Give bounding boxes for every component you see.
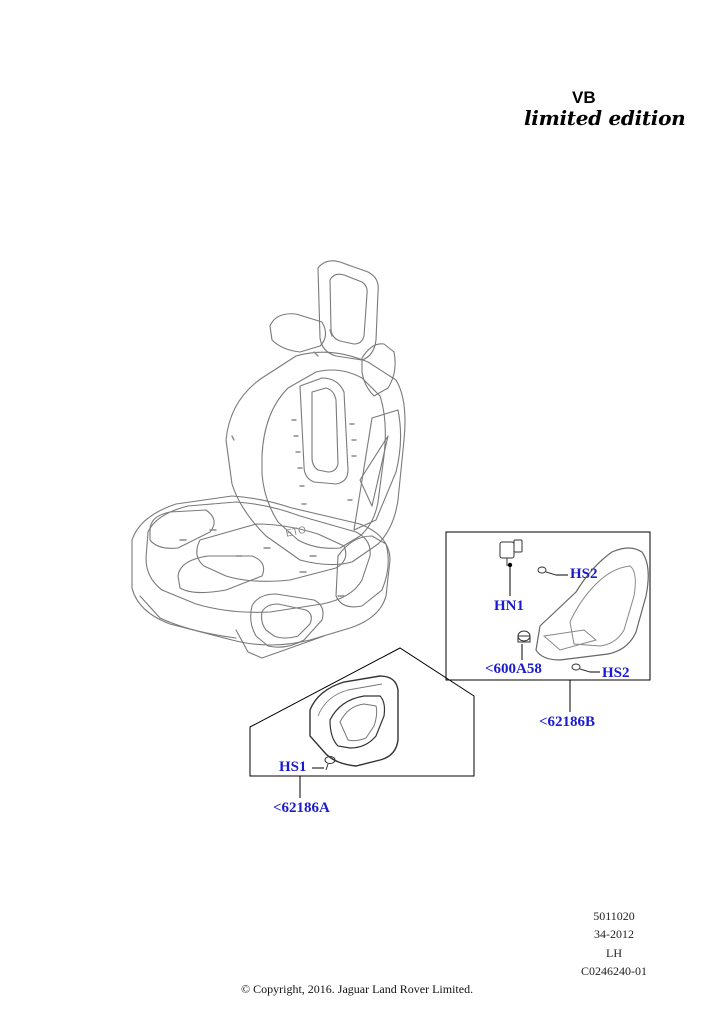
- illustration-id: C0246240-01: [581, 964, 647, 978]
- callout-62186b[interactable]: <62186B: [539, 714, 596, 730]
- backrest-side-cover-part: [535, 547, 649, 661]
- detail-frame-left: [249, 647, 475, 777]
- callout-hs2-top[interactable]: HS2: [570, 566, 598, 582]
- fastener-600a58-part: [517, 630, 531, 643]
- seat-stitch-details: [179, 329, 357, 597]
- callout-hs1[interactable]: HS1: [279, 759, 307, 775]
- screw-hs1-part: [324, 756, 336, 771]
- variant-code: VB: [572, 88, 596, 107]
- callout-62186a[interactable]: <62186A: [273, 800, 330, 816]
- copyright-notice: © Copyright, 2016. Jaguar Land Rover Lim…: [241, 982, 474, 996]
- variant-edition: limited edition: [524, 106, 686, 130]
- drawing-side: LH: [606, 946, 622, 960]
- callout-hn1[interactable]: HN1: [494, 598, 524, 614]
- clip-hn1-part: [499, 539, 523, 566]
- cushion-side-trim-part: [309, 675, 399, 767]
- hn1-leader-dot: [507, 562, 513, 568]
- detail-box-62186b: [445, 531, 651, 712]
- drawing-number: 5011020: [593, 909, 635, 923]
- screw-hs2-bottom-part: [571, 663, 591, 673]
- callout-600a58[interactable]: <600A58: [485, 661, 542, 677]
- seat-illustration: [131, 260, 406, 659]
- seat-embossed-logo: ETO: [285, 525, 307, 540]
- detail-frame-right: [445, 531, 651, 681]
- detail-box-62186a: [249, 647, 475, 798]
- callout-hs2-bottom[interactable]: HS2: [602, 665, 630, 681]
- drawing-date: 34-2012: [594, 927, 634, 941]
- screw-hs2-top-part: [537, 566, 557, 576]
